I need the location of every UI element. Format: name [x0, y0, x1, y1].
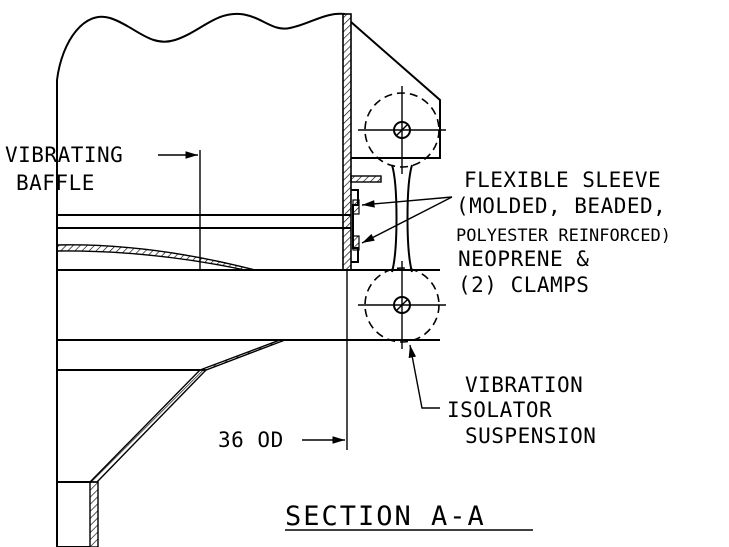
- label-sleeve-2: (MOLDED, BEADED,: [456, 194, 666, 218]
- label-isolator-1: VIBRATION: [465, 373, 583, 397]
- flexible-sleeve: [351, 189, 360, 263]
- vessel-body: [56, 12, 382, 547]
- label-sleeve-5: (2) CLAMPS: [458, 273, 589, 297]
- label-vibrating: VIBRATING: [5, 143, 123, 167]
- label-sleeve-3: POLYESTER REINFORCED): [456, 226, 671, 246]
- vibration-isolator: [358, 86, 446, 349]
- leaders: [158, 150, 533, 531]
- upper-bracket: [350, 21, 441, 159]
- label-sleeve-1: FLEXIBLE SLEEVE: [464, 168, 661, 192]
- label-isolator-3: SUSPENSION: [465, 424, 596, 448]
- lower-cone: [57, 339, 286, 547]
- baffle-duct: [56, 214, 440, 341]
- label-isolator-2: ISOLATOR: [447, 398, 552, 422]
- label-sleeve-4: NEOPRENE &: [458, 247, 589, 271]
- label-baffle: BAFFLE: [16, 171, 95, 195]
- label-dimension: 36 OD: [218, 428, 284, 452]
- section-title: SECTION A-A: [285, 501, 486, 532]
